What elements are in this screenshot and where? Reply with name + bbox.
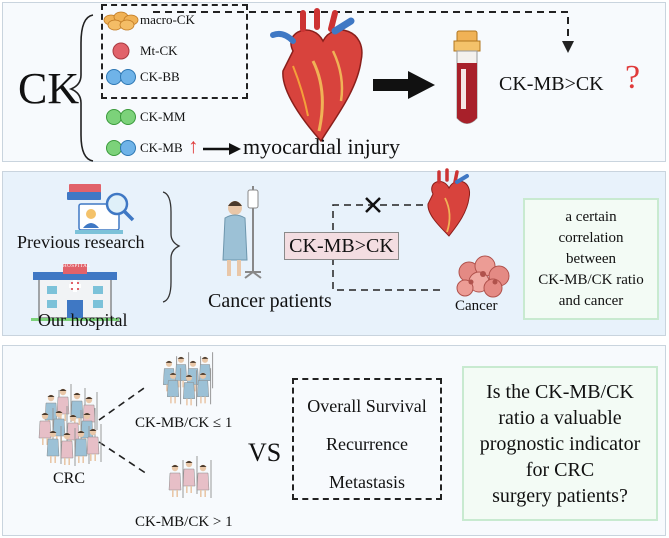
low-ratio-label: CK-MB/CK ≤ 1 xyxy=(135,415,233,431)
patient-figure xyxy=(183,370,198,407)
cancer-label: Cancer xyxy=(455,298,498,314)
patient-figure xyxy=(74,426,90,464)
panel3-graphics xyxy=(38,352,214,498)
ratio-to-heart-connector xyxy=(332,204,423,230)
sources-brace xyxy=(162,191,181,303)
study-design-panel: CRC CK-MB/CK ≤ 1 CK-MB/CK > 1 VS Overall… xyxy=(2,345,666,536)
split-line-high xyxy=(98,441,148,475)
myocardial-injury-label: myocardial injury xyxy=(243,134,401,159)
research-icon xyxy=(67,184,135,234)
finding-line: between xyxy=(566,250,616,267)
dashed-arrowhead xyxy=(562,41,574,53)
blood-tube-icon xyxy=(453,30,481,124)
patient-figure xyxy=(182,456,198,494)
crc-label: CRC xyxy=(53,470,86,487)
panel1-graphics xyxy=(68,8,574,162)
injury-arrow xyxy=(203,143,241,155)
outcome-metastasis: Metastasis xyxy=(329,472,405,492)
question-mark-icon: ? xyxy=(625,59,641,96)
mt-ck-icon xyxy=(112,42,130,60)
no-link-cross-icon xyxy=(365,197,381,213)
finding-line: a certain xyxy=(565,208,617,225)
question-line: prognostic indicator xyxy=(479,432,641,455)
cancer-patient-icon xyxy=(222,186,262,279)
finding-line: and cancer xyxy=(558,292,624,309)
to-tube-arrow xyxy=(373,71,435,99)
dashed-connector xyxy=(153,11,569,43)
ck-mb-gt-ck-label: CK-MB>CK xyxy=(499,73,604,95)
outcome-overall-survival: Overall Survival xyxy=(307,396,427,416)
ratio-to-cancer-connector xyxy=(332,258,441,291)
isoform-ck-mb: CK-MB xyxy=(140,140,183,155)
patient-figure xyxy=(197,368,212,405)
finding-line: CK-MB/CK ratio xyxy=(538,271,644,288)
ck-bb-icon xyxy=(106,69,136,85)
high-ratio-patients-icon xyxy=(168,456,212,498)
cancer-patients-label: Cancer patients xyxy=(208,290,332,312)
isoform-ck-mm: CK-MM xyxy=(140,109,186,124)
previous-research-panel: Previous research Our hospital HOSPITAL … xyxy=(2,168,666,336)
ck-isoforms-panel: CK macro-CK Mt-CK CK-BB CK-MM CK-MB ↑ my… xyxy=(2,2,666,162)
high-ratio-label: CK-MB/CK > 1 xyxy=(135,514,233,530)
hospital-sign-text: HOSPITAL xyxy=(63,264,91,269)
hospital-icon xyxy=(31,264,119,321)
ck-mm-icon xyxy=(106,109,136,125)
isoform-macro-ck: macro-CK xyxy=(140,12,195,27)
patient-figure xyxy=(196,460,212,498)
low-ratio-patients-icon xyxy=(163,352,214,407)
finding-line: correlation xyxy=(558,229,624,246)
our-hospital-label: Our hospital xyxy=(38,310,128,330)
macro-ck-icon xyxy=(103,11,139,31)
question-line: ratio a valuable xyxy=(498,406,622,429)
patient-figure xyxy=(167,368,182,405)
question-line: Is the CK-MB/CK xyxy=(486,380,634,403)
patient-figure xyxy=(168,460,184,498)
ck-mb-icon xyxy=(106,140,136,156)
crc-patients-icon xyxy=(38,384,102,466)
vs-label: VS xyxy=(248,438,282,467)
isoform-ck-bb: CK-BB xyxy=(140,69,180,84)
question-line: for CRC xyxy=(525,458,595,481)
patient-figure xyxy=(60,428,76,466)
isoform-dashed-box xyxy=(101,4,248,99)
panel2-graphics xyxy=(31,168,510,321)
research-question-box: Is the CK-MB/CK ratio a valuable prognos… xyxy=(462,366,658,521)
split-line-low xyxy=(98,385,148,421)
outcomes-box xyxy=(292,378,442,500)
ck-brace xyxy=(68,14,94,162)
cancer-cells-icon xyxy=(456,255,510,298)
patient-figure xyxy=(86,424,102,462)
heart-icon xyxy=(270,8,363,143)
outcome-recurrence: Recurrence xyxy=(326,434,408,454)
ck-label: CK xyxy=(18,64,80,113)
small-heart-icon xyxy=(427,168,471,237)
previous-research-label: Previous research xyxy=(17,232,145,252)
increase-arrow-icon: ↑ xyxy=(188,134,199,158)
ratio-box: CK-MB>CK xyxy=(284,232,399,260)
question-line: surgery patients? xyxy=(492,484,628,507)
finding-box: a certain correlation between CK-MB/CK r… xyxy=(523,198,659,320)
isoform-mt-ck: Mt-CK xyxy=(140,43,178,58)
